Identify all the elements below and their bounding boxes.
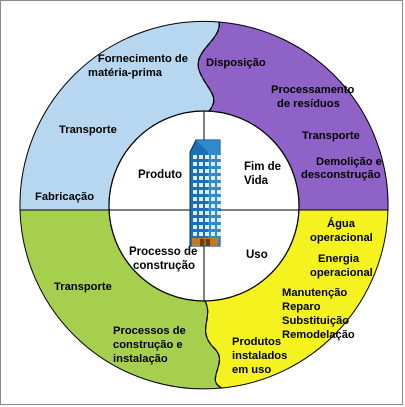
building-window — [217, 169, 221, 173]
building-window — [205, 225, 209, 229]
building-window — [217, 232, 221, 236]
label-processos-2: construção e — [113, 339, 183, 351]
label-demolicao-2: desconstrução — [301, 169, 381, 181]
label-transporte-green: Transporte — [54, 281, 112, 293]
building-window — [211, 225, 215, 229]
building-window — [205, 183, 209, 187]
building-window — [205, 176, 209, 180]
building-window — [205, 204, 209, 208]
label-produtos-1: Produtos — [232, 336, 281, 348]
label-produtos-3: em uso — [232, 364, 271, 376]
building-window — [211, 176, 215, 180]
building-window — [193, 232, 197, 236]
building-window — [217, 211, 221, 215]
building-window — [205, 232, 209, 236]
building-window — [199, 218, 203, 222]
building-window — [211, 169, 215, 173]
building-window — [193, 218, 197, 222]
quadrant-label-fim-de-vida-2: Vida — [244, 175, 269, 187]
building-window — [193, 190, 197, 194]
building-window — [193, 225, 197, 229]
building-window — [217, 176, 221, 180]
building-window — [217, 225, 221, 229]
building-window — [217, 218, 221, 222]
building-window — [205, 197, 209, 201]
building-window — [199, 225, 203, 229]
building-window — [199, 162, 203, 166]
label-processos-1: Processos de — [113, 325, 186, 337]
building-window — [205, 218, 209, 222]
building-window — [205, 162, 209, 166]
building-window — [205, 211, 209, 215]
label-agua-1: Água — [327, 217, 356, 230]
building-window — [193, 211, 197, 215]
building-window — [211, 211, 215, 215]
label-energia-2: operacional — [310, 267, 373, 279]
building-window — [199, 190, 203, 194]
label-produtos-2: instalados — [232, 350, 287, 362]
label-agua-2: operacional — [310, 232, 373, 244]
building-window — [199, 197, 203, 201]
label-processamento-1: Processamento — [271, 84, 354, 96]
label-energia-1: Energia — [318, 253, 360, 265]
label-fabricacao: Fabricação — [35, 191, 94, 203]
quadrant-label-fim-de-vida-1: Fim de — [244, 161, 281, 173]
building-window — [211, 155, 215, 159]
label-remodelacao: Remodelação — [282, 329, 355, 341]
building-window — [199, 232, 203, 236]
label-manutencao: Manutenção — [282, 287, 347, 299]
building-window — [217, 197, 221, 201]
label-fornecimento-1: Fornecimento de — [98, 53, 188, 65]
building-window — [199, 204, 203, 208]
label-fornecimento-2: matéria-prima — [88, 67, 163, 79]
building-window — [205, 169, 209, 173]
dashed-divider-bottom — [204, 300, 223, 389]
building-window — [211, 197, 215, 201]
building-window — [199, 211, 203, 215]
building-window — [193, 155, 197, 159]
quadrant-label-processo-2: construção — [133, 260, 195, 272]
label-transporte-purple: Transporte — [302, 130, 360, 142]
label-reparo: Reparo — [282, 301, 321, 313]
label-demolicao-1: Demolição e — [316, 156, 382, 168]
building-window — [193, 169, 197, 173]
office-building-icon — [189, 139, 221, 247]
building-window — [193, 183, 197, 187]
building-window — [217, 162, 221, 166]
building-window — [193, 204, 197, 208]
building-window — [193, 162, 197, 166]
quadrant-label-uso: Uso — [246, 249, 268, 261]
building-window — [217, 183, 221, 187]
building-window — [211, 162, 215, 166]
quadrant-label-processo-1: Processo de — [129, 246, 197, 258]
label-substituicao: Substituição — [282, 315, 349, 327]
building-window — [193, 197, 197, 201]
building-window — [217, 155, 221, 159]
building-window — [199, 169, 203, 173]
building-window — [217, 190, 221, 194]
building-window — [199, 155, 203, 159]
building-window — [211, 218, 215, 222]
building-window — [211, 190, 215, 194]
building-window — [193, 176, 197, 180]
label-transporte-blue: Transporte — [59, 124, 117, 136]
building-window — [211, 204, 215, 208]
label-processos-3: instalação — [113, 353, 168, 365]
building-window — [199, 176, 203, 180]
building-window — [211, 183, 215, 187]
building-window — [205, 190, 209, 194]
label-processamento-2: de resíduos — [277, 98, 340, 110]
building-window — [217, 204, 221, 208]
building-window — [205, 155, 209, 159]
label-disposicao: Disposição — [206, 57, 266, 69]
building-window — [211, 232, 215, 236]
quadrant-label-produto: Produto — [138, 169, 182, 181]
building-window — [199, 183, 203, 187]
